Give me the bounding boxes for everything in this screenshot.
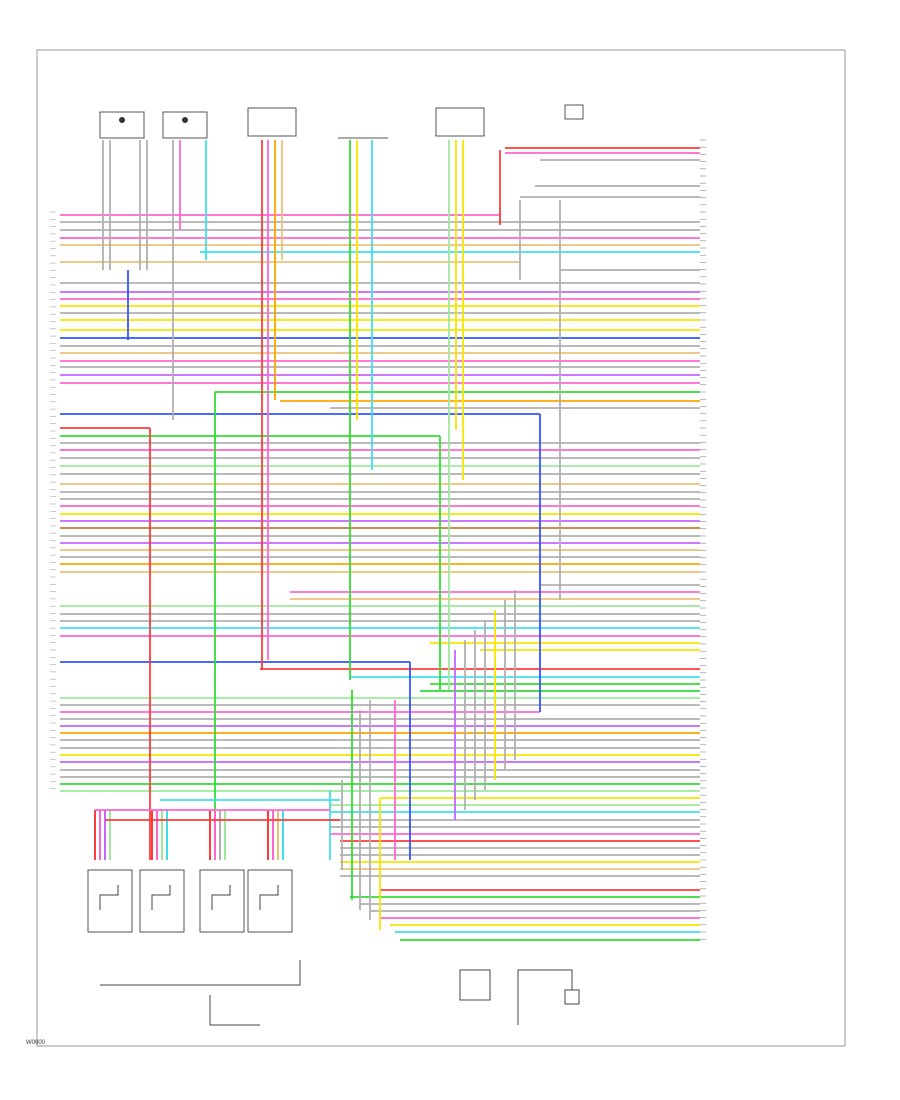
component-top-1 <box>99 111 145 139</box>
bottom-module-3-symbol <box>211 885 231 910</box>
component-top-2-dot <box>182 117 188 123</box>
bottom-module-common <box>100 960 301 986</box>
bottom-module-2 <box>139 869 185 933</box>
bottom-module-3 <box>199 869 245 933</box>
component-layer <box>87 104 584 1026</box>
bottom-ground-lead <box>209 995 260 1026</box>
component-top-5 <box>564 104 584 120</box>
figure-reference: W0000 <box>26 1040 46 1046</box>
component-top-3 <box>247 107 297 137</box>
component-top-2 <box>162 111 208 139</box>
bottom-module-4 <box>247 869 293 933</box>
diagram-border <box>36 49 846 1047</box>
component-bottom-ground-wire <box>517 969 573 1025</box>
component-bottom-ground <box>564 989 580 1005</box>
connector-tick-layer <box>50 139 706 940</box>
bottom-module-1 <box>87 869 133 933</box>
component-top-4 <box>435 107 485 137</box>
component-top-1-dot <box>119 117 125 123</box>
component-bottom-sensor <box>459 969 491 1001</box>
wire-layer <box>60 140 700 941</box>
bottom-module-4-symbol <box>259 885 279 910</box>
bottom-module-1-symbol <box>99 885 119 910</box>
bottom-module-2-symbol <box>151 885 171 910</box>
